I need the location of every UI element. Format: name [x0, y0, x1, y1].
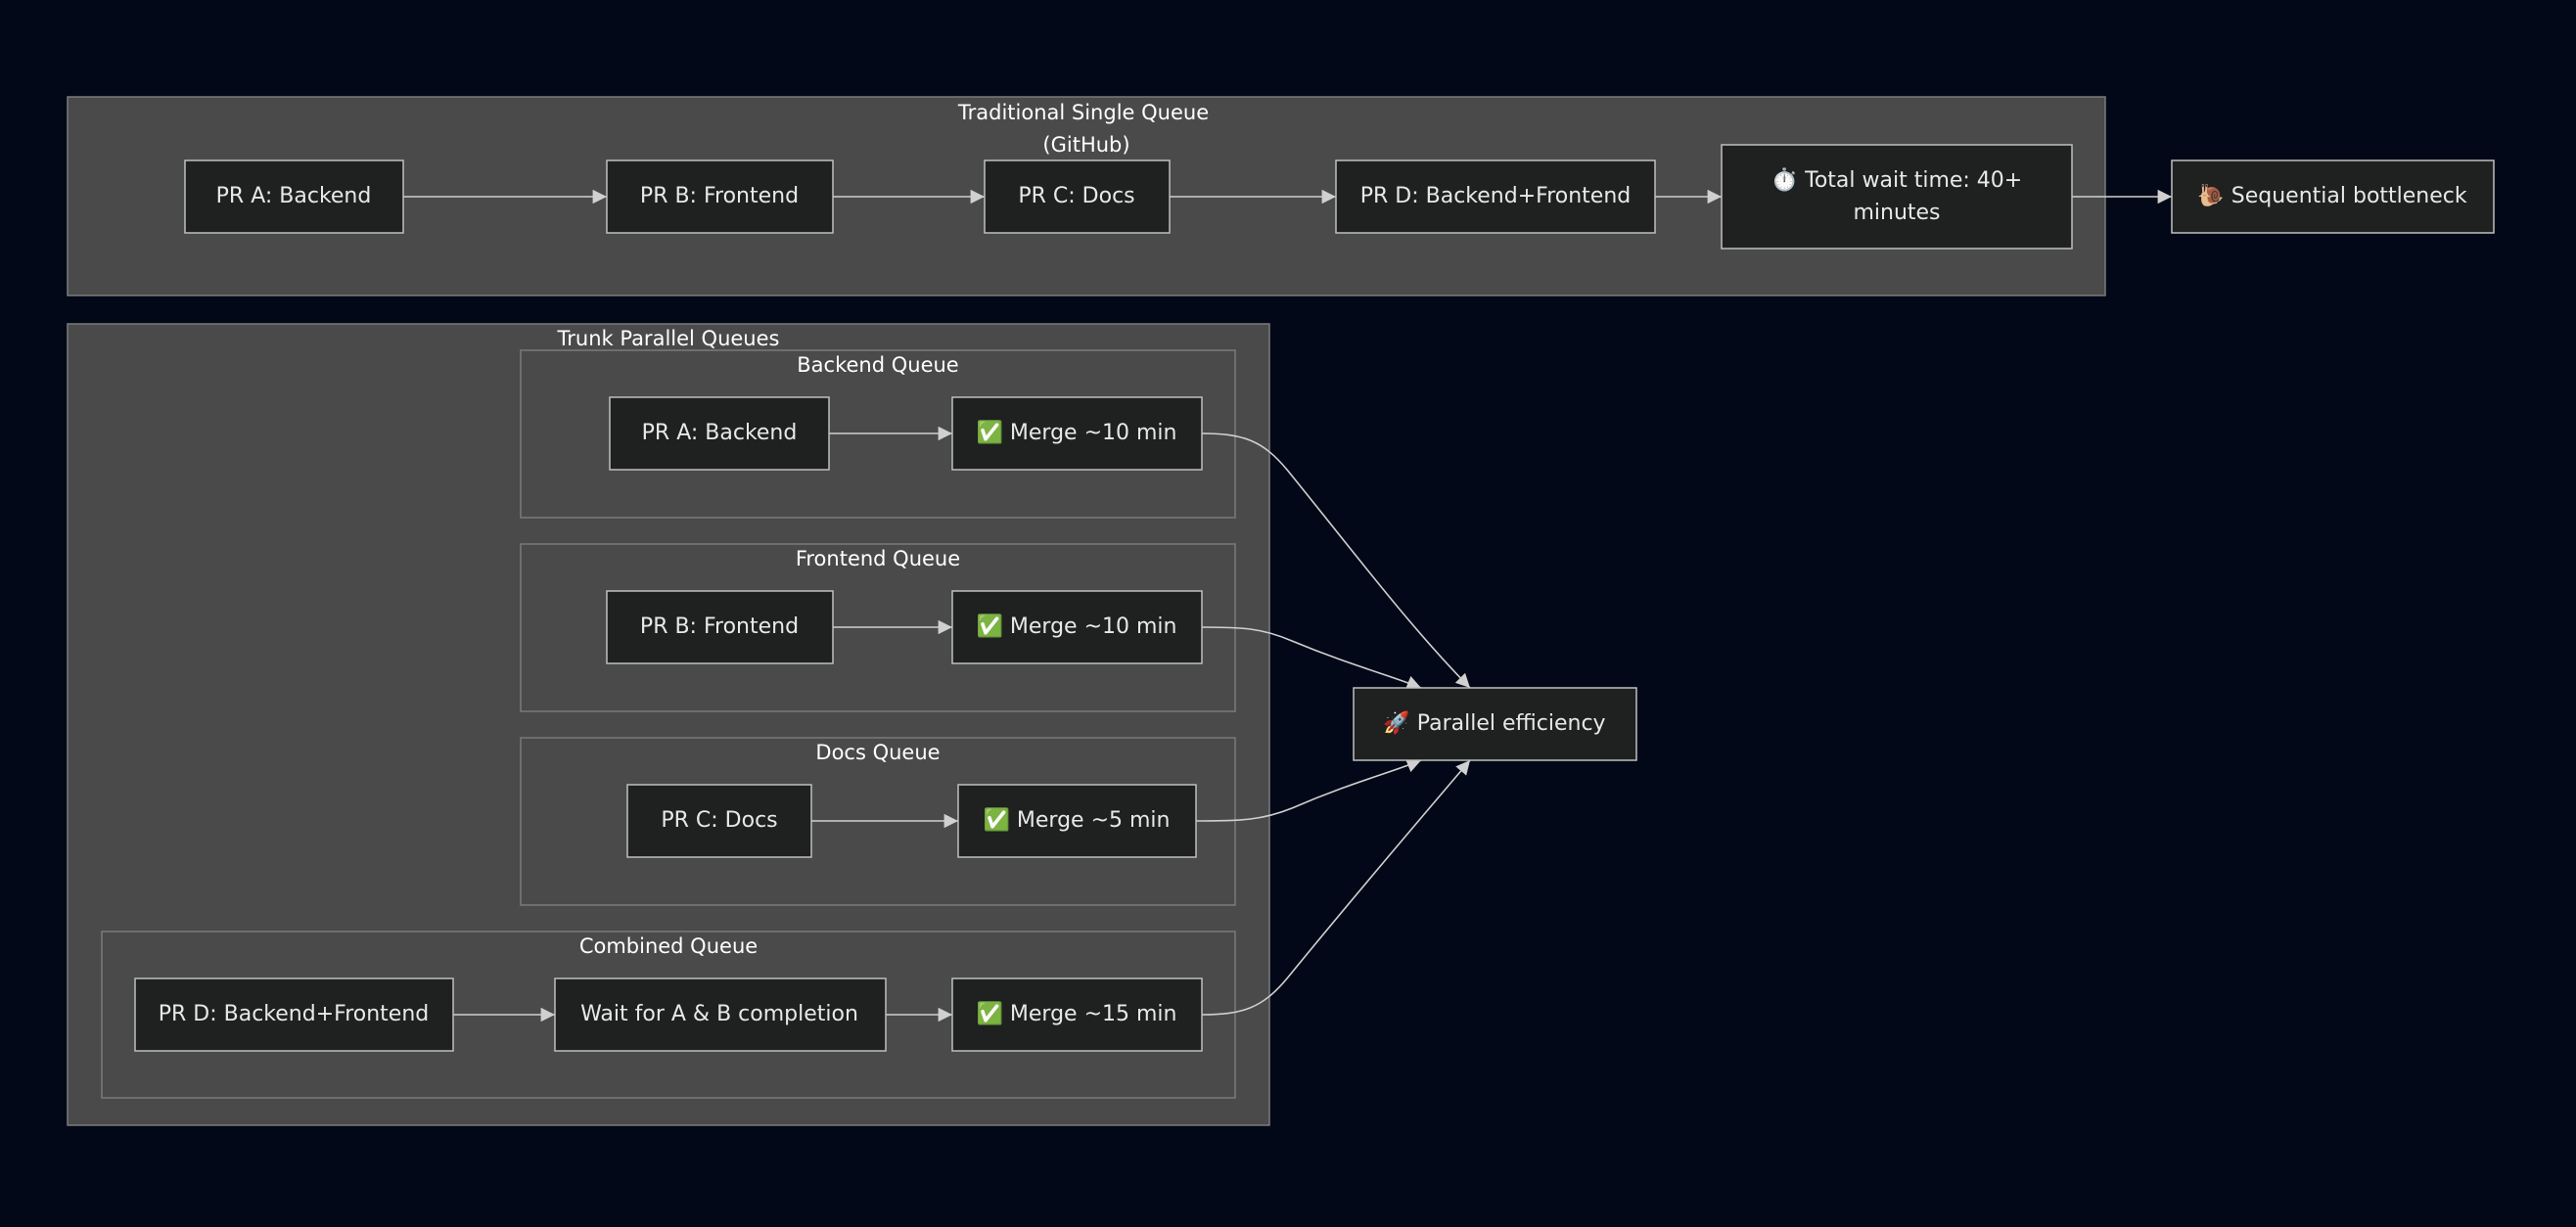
node-docs-merge: ✅ Merge ~5 min: [957, 784, 1197, 858]
node-label: Wait for A & B completion: [580, 1002, 858, 1026]
edge-c-merge-to-efficiency: [1201, 759, 1471, 1016]
cluster-title-combined: Combined Queue: [579, 934, 758, 958]
node-combined-pr-d: PR D: Backend+Frontend: [134, 977, 454, 1052]
edge-b-merge-to-efficiency: [1201, 432, 1471, 689]
node-label-line2: minutes: [1853, 201, 1940, 225]
check-mark-icon-label: ✅ Merge ~5 min: [984, 807, 1171, 833]
node-frontend-merge: ✅ Merge ~10 min: [951, 590, 1203, 664]
node-combined-wait: Wait for A & B completion: [554, 977, 887, 1052]
node-label: PR D: Backend+Frontend: [159, 1002, 429, 1026]
node-combined-merge: ✅ Merge ~15 min: [951, 977, 1203, 1052]
cluster-title-traditional-line2: (GitHub): [1042, 133, 1129, 157]
node-traditional-pr-b: PR B: Frontend: [606, 159, 834, 234]
cluster-title-docs: Docs Queue: [815, 741, 940, 764]
node-backend-merge: ✅ Merge ~10 min: [951, 396, 1203, 471]
node-label: PR B: Frontend: [640, 614, 799, 639]
node-sequential-bottleneck: 🐌 Sequential bottleneck: [2171, 159, 2495, 234]
node-traditional-pr-a: PR A: Backend: [184, 159, 404, 234]
node-backend-pr-a: PR A: Backend: [609, 396, 830, 471]
node-docs-pr-c: PR C: Docs: [626, 784, 812, 858]
node-label: PR C: Docs: [661, 808, 777, 833]
node-label: PR C: Docs: [1018, 184, 1134, 208]
node-label: PR A: Backend: [216, 184, 372, 208]
node-label: PR A: Backend: [642, 421, 798, 445]
cluster-title-backend: Backend Queue: [797, 353, 958, 377]
rocket-icon-label: 🚀 Parallel efficiency: [1383, 710, 1605, 736]
cluster-title-frontend: Frontend Queue: [796, 547, 960, 570]
node-label: PR B: Frontend: [640, 184, 799, 208]
node-total-wait-time: ⏱️ Total wait time: 40+ minutes: [1721, 144, 2073, 250]
node-traditional-pr-c: PR C: Docs: [984, 159, 1171, 234]
node-label: PR D: Backend+Frontend: [1360, 184, 1631, 208]
cluster-title-trunk: Trunk Parallel Queues: [557, 327, 780, 350]
check-mark-icon-label: ✅ Merge ~10 min: [977, 420, 1177, 445]
node-frontend-pr-b: PR B: Frontend: [606, 590, 834, 664]
stopwatch-icon-label-line1: ⏱️ Total wait time: 40+: [1771, 167, 2023, 193]
check-mark-icon-label: ✅ Merge ~10 min: [977, 614, 1177, 639]
edges: [403, 189, 2172, 1022]
edge-f-merge-to-efficiency: [1201, 626, 1422, 690]
node-parallel-efficiency: 🚀 Parallel efficiency: [1353, 687, 1637, 761]
node-traditional-pr-d: PR D: Backend+Frontend: [1335, 159, 1656, 234]
edge-d-merge-to-efficiency: [1195, 758, 1422, 822]
cluster-title-traditional-line1: Traditional Single Queue: [957, 101, 1209, 124]
snail-icon-label: 🐌 Sequential bottleneck: [2197, 183, 2466, 208]
check-mark-icon-label: ✅ Merge ~15 min: [977, 1001, 1177, 1026]
